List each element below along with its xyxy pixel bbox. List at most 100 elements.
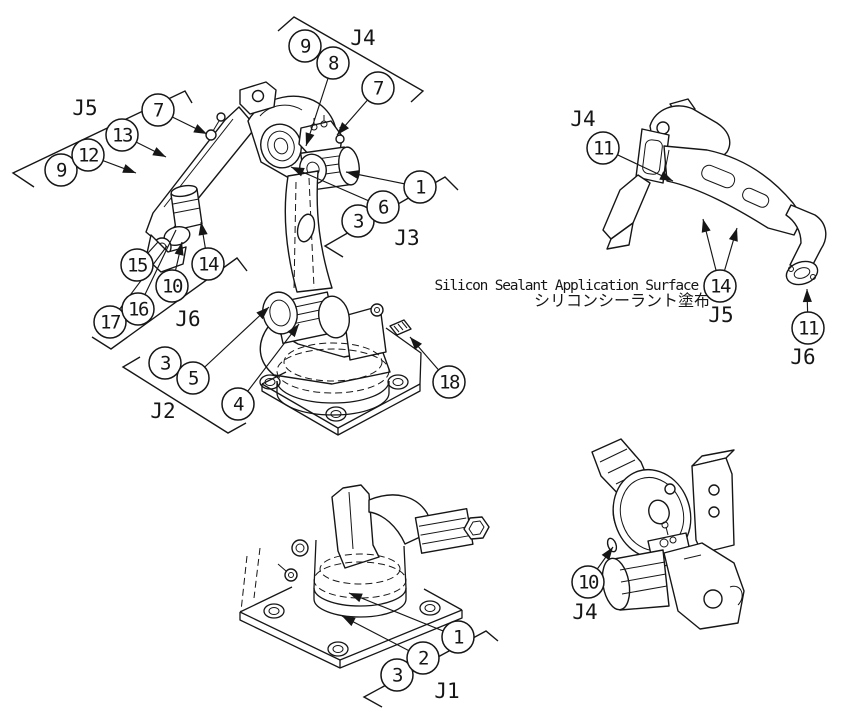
balloon-number-1: 1	[453, 627, 464, 649]
leader-arrowhead-icon	[342, 616, 356, 627]
leader-arrowhead-icon	[346, 170, 360, 180]
balloon-number-7: 7	[153, 100, 164, 122]
balloon-3	[148, 346, 182, 380]
leader-line	[192, 306, 270, 379]
balloon-number-17: 17	[100, 312, 121, 334]
leader-arrowhead-icon	[802, 289, 812, 303]
balloon-number-14: 14	[198, 254, 219, 276]
balloon-number-13: 13	[112, 125, 133, 147]
balloon-16	[121, 292, 155, 326]
sealant-note-en: Silicon Sealant Application Surface	[434, 278, 698, 294]
illustration-wrist-arm	[602, 98, 827, 286]
bracket-J6	[91, 257, 248, 350]
balloon-14	[703, 269, 737, 303]
balloon-11	[586, 131, 620, 165]
balloon-number-7: 7	[373, 78, 384, 100]
balloon-3	[380, 658, 414, 692]
leader-arrowhead-icon	[287, 324, 299, 338]
leader-arrowhead-icon	[349, 593, 363, 603]
joint-label-J5: J5	[72, 96, 97, 120]
balloon-10	[571, 565, 605, 599]
balloon-5	[176, 361, 210, 395]
leader-arrowhead-icon	[701, 219, 711, 233]
balloon-11	[791, 311, 825, 345]
balloon-number-8: 8	[328, 53, 339, 75]
balloon-number-10: 10	[162, 276, 183, 298]
leader-arrowhead-icon	[337, 122, 350, 135]
callout-group-1-J5: 9 12 13 7 J5	[11, 90, 208, 188]
joint-label-J5: J5	[708, 303, 733, 327]
balloon-12	[71, 138, 105, 172]
balloon-18	[432, 365, 466, 399]
balloon-14	[191, 247, 225, 281]
balloon-10	[155, 269, 189, 303]
callout-group-0-J4: 98 7 J4	[277, 16, 425, 147]
callout-group-5-balloon-18: 18	[409, 336, 466, 399]
balloon-number-16: 16	[128, 299, 149, 321]
balloon-number-11: 11	[593, 138, 614, 160]
balloon-number-14: 14	[710, 276, 731, 298]
leader-arrowhead-icon	[198, 222, 208, 236]
balloon-number-12: 12	[78, 145, 98, 167]
balloon-number-3: 3	[160, 353, 171, 375]
callout-group-9-J1: 32 1J1	[341, 592, 499, 708]
balloon-17	[93, 305, 127, 339]
balloon-number-10: 10	[578, 572, 599, 594]
balloon-1	[441, 620, 475, 654]
sealant-note-jp: シリコンシーラント塗布	[534, 291, 710, 310]
joint-label-J1: J1	[434, 679, 459, 703]
balloon-number-18: 18	[439, 372, 460, 394]
illustration-wrist-closeup	[591, 438, 745, 630]
leader-arrowhead-icon	[122, 164, 136, 173]
leader-arrowhead-icon	[291, 167, 305, 177]
balloon-15	[120, 248, 154, 282]
balloon-number-2: 2	[418, 648, 428, 670]
illustration-base-unit	[239, 484, 490, 669]
balloon-4	[221, 387, 255, 421]
leader-line	[237, 323, 300, 405]
balloon-6	[366, 190, 400, 224]
joint-label-J4: J4	[350, 26, 375, 50]
joint-label-J2: J2	[150, 399, 175, 423]
leader-arrowhead-icon	[256, 307, 269, 320]
joint-label-J6: J6	[175, 307, 200, 331]
leader-arrowhead-icon	[659, 171, 673, 181]
balloon-number-5: 5	[188, 368, 198, 390]
balloon-9	[288, 29, 322, 63]
balloon-number-11: 11	[798, 318, 819, 340]
leader-arrowhead-icon	[728, 228, 738, 242]
balloon-8	[316, 46, 350, 80]
balloon-9	[44, 153, 78, 187]
balloon-7	[361, 71, 395, 105]
bracket-J4	[277, 16, 425, 103]
bracket-J2	[121, 356, 247, 434]
balloon-number-3: 3	[353, 211, 364, 233]
callout-group-2-J3: 36 1J3	[290, 166, 459, 258]
leader-line	[348, 592, 459, 638]
balloon-number-9: 9	[300, 36, 311, 58]
balloon-2	[406, 641, 440, 675]
balloon-number-3: 3	[392, 665, 403, 687]
balloon-number-9: 9	[56, 160, 67, 182]
leader-arrowhead-icon	[152, 147, 166, 157]
joint-label-J4: J4	[572, 600, 597, 624]
joint-label-J3: J3	[394, 226, 419, 250]
balloon-number-6: 6	[378, 197, 389, 219]
leader-arrowhead-icon	[410, 337, 422, 350]
leader-arrowhead-icon	[174, 242, 184, 256]
balloon-1	[403, 170, 437, 204]
leader-arrowhead-icon	[193, 124, 207, 134]
balloon-number-15: 15	[127, 255, 147, 277]
balloon-number-1: 1	[415, 177, 426, 199]
callout-layer: 987J4912137J5361J31716151014J6354J21811J…	[11, 16, 825, 708]
leader-arrowhead-icon	[601, 547, 613, 561]
joint-label-J4: J4	[570, 107, 595, 131]
bracket-J5	[11, 90, 193, 188]
